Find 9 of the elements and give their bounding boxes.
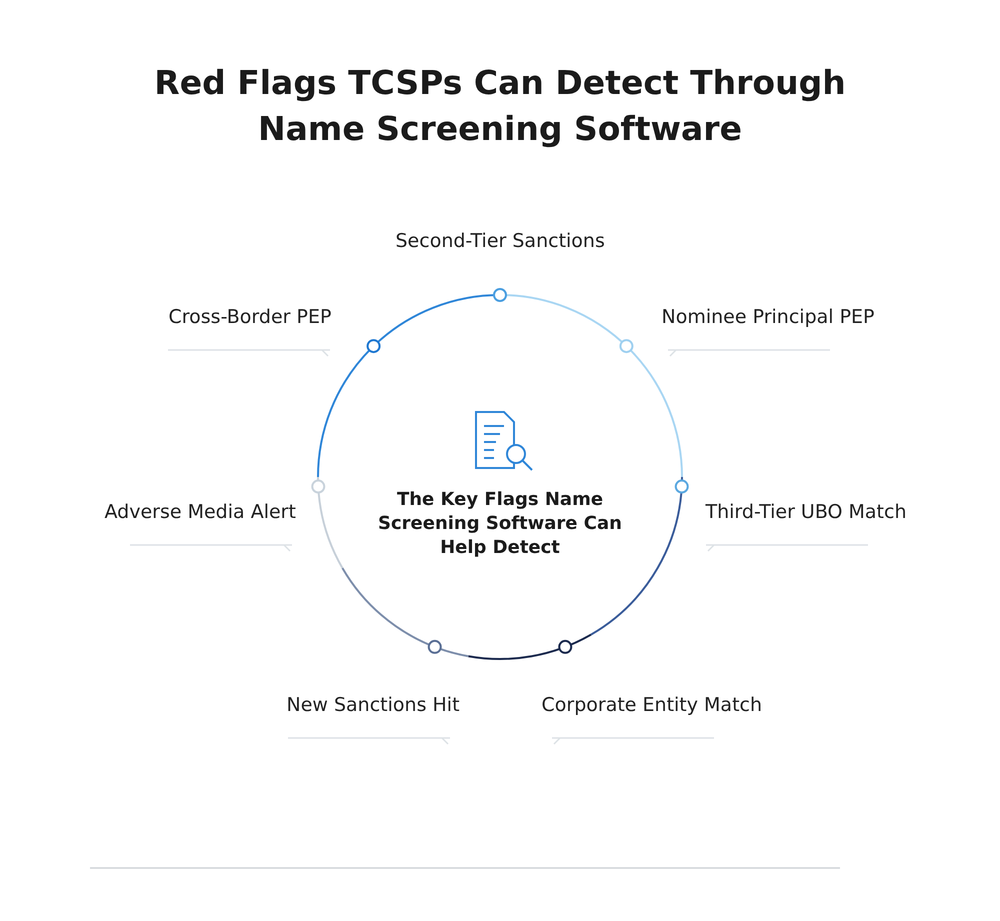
item-label: Second-Tier Sanctions <box>396 230 605 252</box>
item-label: New Sanctions Hit <box>286 694 460 716</box>
item-label: Third-Tier UBO Match <box>706 501 906 523</box>
title: Red Flags TCSPs Can Detect Through Name Screening Software <box>153 62 847 150</box>
center-label: The Key Flags Name Screening Software Can Help Detect <box>377 488 623 560</box>
item-label: Adverse Media Alert <box>104 501 296 523</box>
item-label: Cross-Border PEP <box>168 306 332 328</box>
item-label: Corporate Entity Match <box>542 694 762 716</box>
item-label: Nominee Principal PEP <box>662 306 875 328</box>
